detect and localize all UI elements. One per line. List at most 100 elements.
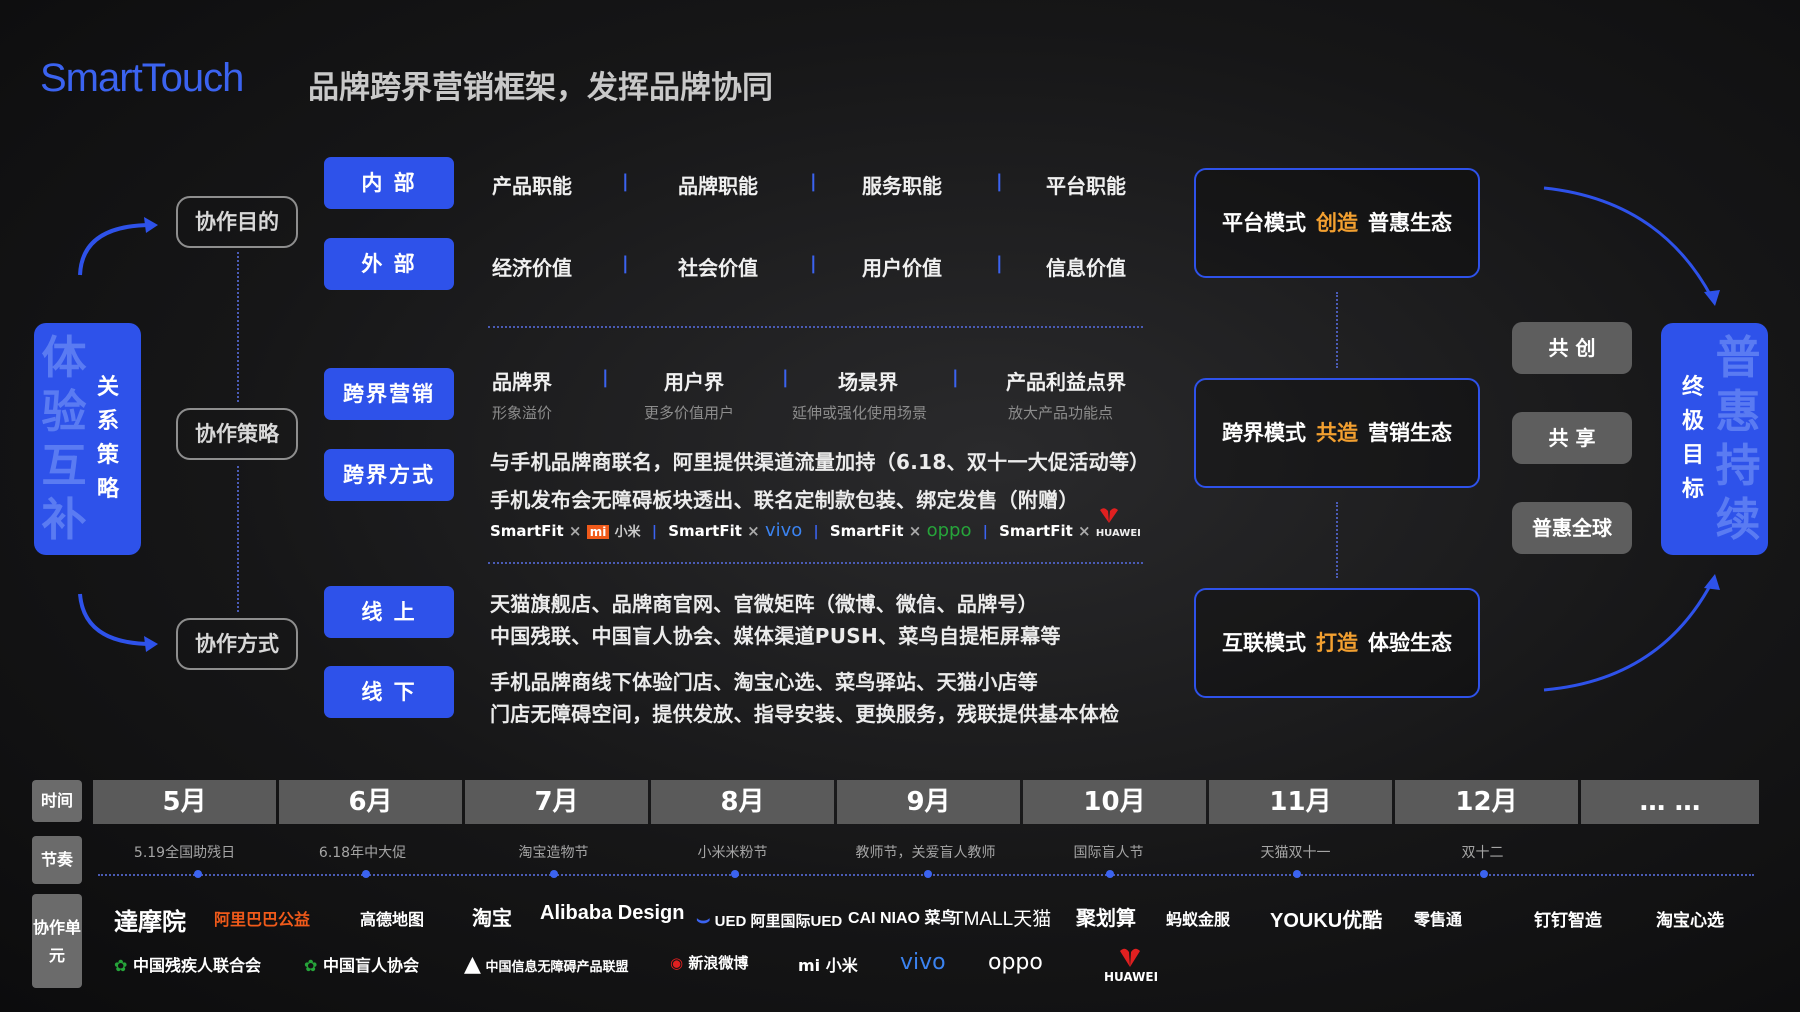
logo-ali-philanthropy: 阿里巴巴公益 (214, 912, 311, 929)
label-crossover-marketing: 跨界营销 (324, 368, 454, 420)
marketing-item: 用户界 (664, 370, 724, 394)
mi-logo: mi (586, 525, 610, 539)
logo-oppo: oppo (988, 950, 1043, 975)
mode-crossover: 跨界模式共造营销生态 (1194, 378, 1480, 488)
oppo-logo: oppo (926, 520, 972, 541)
internal-item: 品牌职能 (678, 174, 758, 198)
month-cell: 9月 (837, 780, 1020, 824)
label-collab-unit: 协作单元 (32, 894, 82, 988)
arrow-curve-icon (1543, 574, 1720, 692)
label-crossover-method: 跨界方式 (324, 449, 454, 501)
partner-strip: SmartFit × mi 小米 | SmartFit × vivo | Sma… (490, 520, 1141, 541)
logo-amap: 高德地图 (360, 912, 425, 929)
relationship-strategy-box: 体 验 互 补 关 系 策 略 (34, 323, 141, 555)
timeline-dot (550, 870, 558, 878)
month-cell: 8月 (651, 780, 834, 824)
label-online: 线 上 (324, 586, 454, 638)
online-line: 中国残联、中国盲人协会、媒体渠道PUSH、菜鸟自提柜屏幕等 (490, 624, 1061, 648)
separator: | (996, 253, 1003, 274)
separator: | (602, 367, 609, 388)
ultimate-goal-box: 终 极 目 标 普 惠 持 续 (1661, 323, 1768, 555)
internal-item: 服务职能 (862, 174, 942, 198)
separator: | (622, 253, 629, 274)
logo-youku: YOUKU优酷 (1270, 910, 1383, 932)
pill-inclusive-global: 普惠全球 (1512, 502, 1632, 554)
timeline-dot (731, 870, 739, 878)
logo-vivo: vivo (900, 950, 946, 975)
logo-cab: ✿ 中国盲人协会 (304, 956, 419, 975)
logo-xiaomi: mi 小米 (798, 956, 858, 975)
pill-collab-purpose: 协作目的 (176, 196, 298, 248)
logo-lingshoutong: 零售通 (1414, 912, 1463, 929)
offline-line: 手机品牌商线下体验门店、淘宝心选、菜鸟驿站、天猫小店等 (490, 670, 1039, 694)
internal-item: 产品职能 (492, 174, 572, 198)
pill-co-share: 共 享 (1512, 412, 1632, 464)
festival-label: 双十二 (1461, 845, 1504, 861)
festival-label: 6.18年中大促 (318, 845, 407, 861)
emblem-icon: ✿ (114, 956, 128, 975)
arrow-curve-icon (78, 217, 158, 276)
logo-dingding: 钉钉智造 (1534, 911, 1602, 930)
external-item: 信息价值 (1046, 256, 1126, 280)
connector-line (237, 466, 239, 612)
logo-tmall: TMALL天猫 (952, 909, 1052, 930)
separator: | (952, 367, 959, 388)
divider (488, 562, 1143, 564)
logo-alibaba-design: Alibaba Design (540, 902, 685, 924)
logo-cdpf: ✿ 中国残疾人联合会 (114, 956, 261, 975)
mode-platform: 平台模式创造普惠生态 (1194, 168, 1480, 278)
mode-interconnect: 互联模式打造体验生态 (1194, 588, 1480, 698)
timeline-dot (1106, 870, 1114, 878)
separator: | (810, 253, 817, 274)
marketing-item: 品牌界 (492, 370, 552, 394)
separator: | (810, 171, 817, 192)
timeline-dot (362, 870, 370, 878)
separator: | (782, 367, 789, 388)
festival-label: 5.19全国助残日 (133, 845, 236, 861)
relationship-strategy-text: 关 系 策 略 (96, 375, 119, 502)
external-item: 经济价值 (492, 256, 572, 280)
timeline-dot (1480, 870, 1488, 878)
pill-collab-method: 协作方式 (176, 618, 298, 670)
festival-label: 淘宝造物节 (518, 845, 589, 861)
label-rhythm: 节奏 (32, 836, 82, 884)
logo-damo: 達摩院 (114, 907, 186, 936)
divider (488, 326, 1143, 328)
huawei-flower-icon (1117, 948, 1143, 967)
label-external: 外 部 (324, 238, 454, 290)
month-cell: 10月 (1023, 780, 1206, 824)
logo-juhuasuan: 聚划算 (1076, 908, 1136, 930)
weibo-icon: ◉ (670, 954, 684, 972)
marketing-item: 产品利益点界 (1006, 370, 1126, 394)
page-title: 品牌跨界营销框架，发挥品牌协同 (308, 70, 773, 106)
festival-label: 教师节，关爱盲人教师 (855, 845, 996, 861)
separator: | (996, 171, 1003, 192)
logo-cainiao: CAI NIAO 菜鸟 (848, 910, 957, 927)
vivo-logo: vivo (764, 520, 803, 541)
marketing-sub: 延伸或强化使用场景 (792, 404, 928, 422)
festival-label: 国际盲人节 (1073, 845, 1144, 861)
timeline-dot (1293, 870, 1301, 878)
logo-huawei: HUAWEI (1104, 970, 1159, 984)
month-cell: 12月 (1395, 780, 1578, 824)
method-line: 与手机品牌商联名，阿里提供渠道流量加持（6.18、双十一大促活动等） (490, 450, 1150, 474)
alliance-icon: ▲ (464, 952, 481, 977)
month-cell: 11月 (1209, 780, 1392, 824)
arrow-curve-icon (78, 593, 158, 652)
huawei-flower-icon (1098, 508, 1120, 523)
logo-weibo: ◉ 新浪微博 (670, 954, 749, 972)
brand-logo: SmartTouch (40, 56, 244, 100)
month-cell: 7月 (465, 780, 648, 824)
online-line: 天猫旗舰店、品牌商官网、官微矩阵（微博、微信、品牌号） (490, 592, 1039, 616)
connector-line (1336, 502, 1338, 578)
marketing-sub: 放大产品功能点 (1008, 404, 1114, 422)
offline-line: 门店无障碍空间，提供发放、指导安装、更换服务，残联提供基本体检 (490, 702, 1120, 726)
internal-item: 平台职能 (1046, 174, 1126, 198)
pill-co-create: 共 创 (1512, 322, 1632, 374)
month-cell: … … (1581, 780, 1759, 824)
separator: | (622, 171, 629, 192)
arrow-curve-icon (1543, 186, 1720, 306)
logo-ali-ued: ⌣ UED 阿里国际UED (696, 906, 843, 931)
external-item: 用户价值 (862, 256, 942, 280)
emblem-icon: ✿ (304, 956, 318, 975)
